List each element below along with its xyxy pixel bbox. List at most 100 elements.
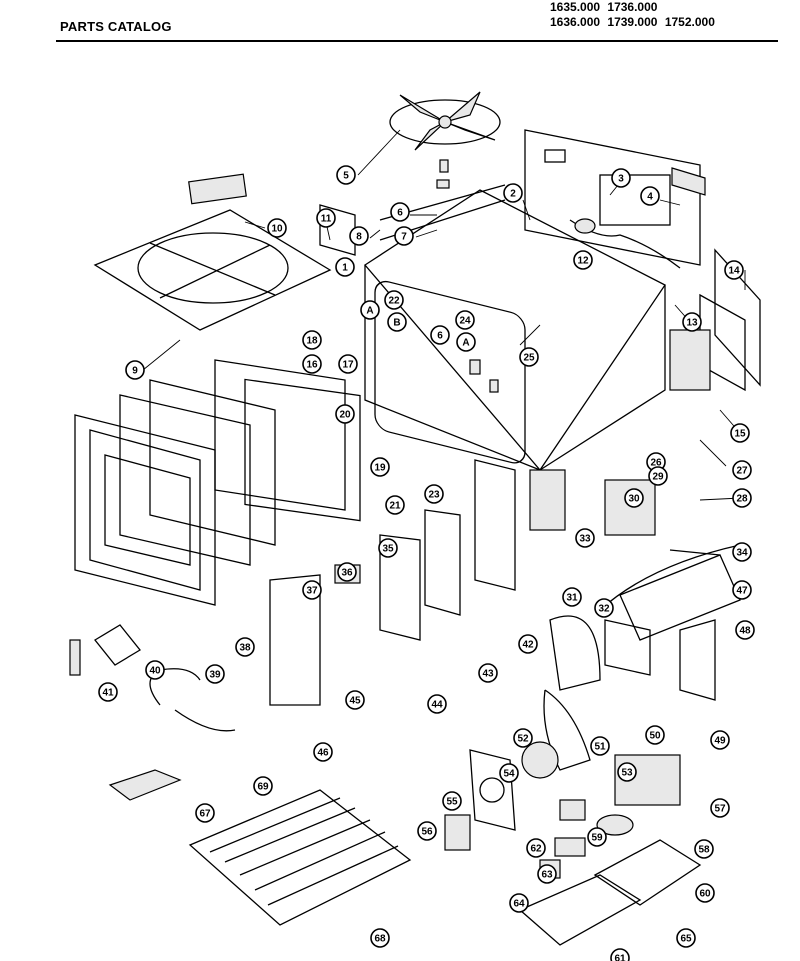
callout-label: 14 — [728, 266, 740, 277]
callout-label: 67 — [199, 809, 211, 820]
callout-label: 19 — [374, 463, 386, 474]
callout-label: 30 — [628, 494, 640, 505]
callout-label: 28 — [736, 494, 748, 505]
callout-label: B — [393, 318, 400, 329]
callout-label: 54 — [503, 769, 515, 780]
callout-label: 39 — [209, 670, 221, 681]
callout-label: 12 — [577, 256, 589, 267]
callout-label: 2 — [510, 189, 516, 200]
callout-label: A — [462, 338, 469, 349]
callout-label: 6 — [397, 208, 403, 219]
model-number: 1752.000 — [664, 15, 715, 29]
callout-label: 38 — [239, 643, 251, 654]
callout-label: 58 — [698, 845, 710, 856]
callout-label: 5 — [343, 171, 349, 182]
callout-label: 62 — [530, 844, 542, 855]
callout-label: 21 — [389, 501, 401, 512]
back-panel-part — [524, 129, 701, 266]
callout-label: 61 — [614, 954, 626, 961]
bracket-part — [319, 204, 356, 256]
model-number: 1739.000 — [607, 15, 658, 29]
callout-label: 9 — [132, 366, 138, 377]
callout-label: 40 — [149, 666, 161, 677]
callout-label: 65 — [680, 934, 692, 945]
callout-label: 46 — [317, 748, 329, 759]
callout-label: 56 — [421, 827, 433, 838]
exploded-parts-diagram: 5 6 7 8 2 3 4 10 11 1 9 14 13 12 15 18 1… — [69, 91, 761, 961]
callout-label: 49 — [714, 736, 726, 747]
callout-label: 6 — [437, 331, 443, 342]
callout-label: 36 — [341, 568, 353, 579]
handle-part — [269, 574, 321, 706]
callout-markers: 5 6 7 8 2 3 4 10 11 1 9 14 13 12 15 18 1… — [98, 165, 755, 961]
callout-label: 15 — [734, 429, 746, 440]
callout-label: 48 — [739, 626, 751, 637]
callout-label: 16 — [306, 360, 318, 371]
callout-label: 22 — [388, 296, 400, 307]
door-assembly-part — [74, 359, 361, 606]
callout-label: 33 — [579, 534, 591, 545]
callout-label: 13 — [686, 318, 698, 329]
model-row: 1636.000 1739.000 1752.000 — [550, 15, 770, 30]
callout-label: 26 — [650, 458, 662, 469]
callout-label: 27 — [736, 466, 748, 477]
callout-label: 59 — [591, 833, 603, 844]
callout-label: 11 — [321, 214, 332, 225]
callout-label: 35 — [382, 544, 394, 555]
bracket-part — [671, 167, 706, 196]
callout-label: 44 — [431, 700, 443, 711]
cover-part — [188, 173, 247, 205]
catalog-title: PARTS CATALOG — [60, 19, 172, 34]
control-part — [669, 329, 711, 391]
callout-label: 57 — [714, 804, 726, 815]
blower-part — [521, 741, 559, 779]
callout-label: 37 — [306, 586, 318, 597]
model-row: 1635.000 1736.000 — [550, 0, 770, 15]
model-number: 1736.000 — [607, 0, 658, 14]
callout-label: 29 — [652, 472, 664, 483]
callout-label: 55 — [446, 797, 458, 808]
callout-label: 8 — [356, 232, 362, 243]
callout-label: 60 — [699, 889, 711, 900]
callout-label: 24 — [459, 316, 471, 327]
callout-label: 7 — [401, 232, 407, 243]
callout-label: 47 — [736, 586, 748, 597]
model-numbers: 1635.000 1736.000 1636.000 1739.000 1752… — [550, 0, 770, 30]
callout-label: 20 — [339, 410, 351, 421]
callout-label: 25 — [523, 353, 535, 364]
callout-label: 23 — [428, 490, 440, 501]
switch-part — [529, 469, 566, 531]
callout-label: 32 — [598, 604, 610, 615]
callout-label: 4 — [647, 192, 653, 203]
model-number: 1636.000 — [550, 15, 601, 29]
callout-label: 43 — [482, 669, 494, 680]
callout-label: 68 — [374, 934, 386, 945]
motor-shaft-part — [436, 159, 450, 189]
panel-part — [474, 459, 516, 591]
callout-label: 3 — [618, 174, 624, 185]
callout-label: 17 — [342, 360, 354, 371]
callout-label: 50 — [649, 731, 661, 742]
callout-label: 52 — [517, 734, 529, 745]
callout-label: 34 — [736, 548, 748, 559]
callout-label: 1 — [342, 263, 348, 274]
callout-label: 45 — [349, 696, 361, 707]
callout-label: 64 — [513, 899, 525, 910]
callout-label: 69 — [257, 782, 269, 793]
callout-label: 63 — [541, 870, 553, 881]
callout-label: 41 — [102, 688, 114, 699]
callout-label: 53 — [621, 768, 633, 779]
callout-label: 10 — [271, 224, 283, 235]
callout-label: 51 — [594, 742, 606, 753]
callout-label: 42 — [522, 640, 534, 651]
callout-label: A — [366, 306, 373, 317]
fan-blade-part — [389, 91, 501, 151]
magnetron-part — [604, 479, 656, 536]
rack-part — [188, 789, 412, 926]
model-number: 1635.000 — [550, 0, 601, 14]
top-plate-part — [93, 209, 332, 331]
page-header: PARTS CATALOG 1635.000 1736.000 1636.000… — [0, 0, 800, 44]
header-rule — [56, 40, 778, 42]
callout-label: 18 — [306, 336, 318, 347]
callout-label: 31 — [566, 593, 578, 604]
